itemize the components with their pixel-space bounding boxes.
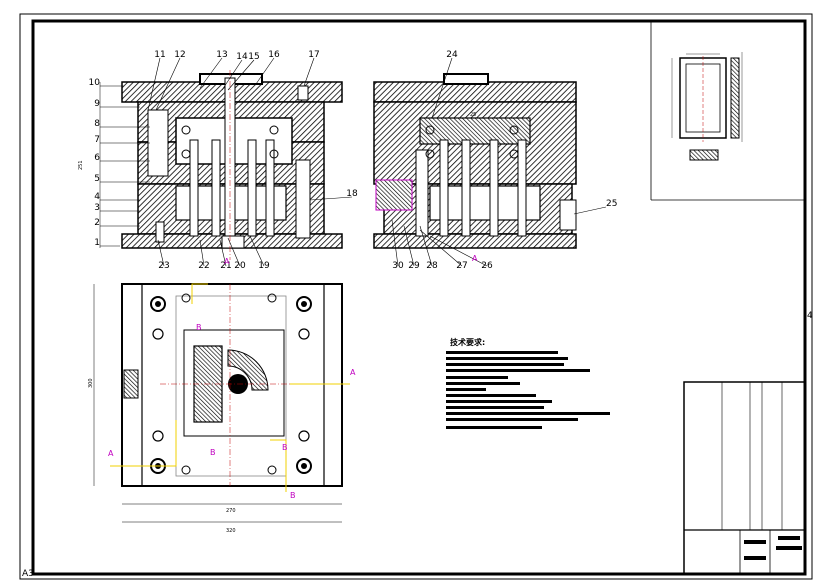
front-section-view — [99, 70, 343, 260]
front-leader-22 — [157, 239, 165, 267]
front-part-number-6: 6 — [94, 153, 100, 163]
side-leader-1 — [573, 206, 607, 215]
front-part-number-20: 20 — [234, 261, 246, 271]
front-part-number-5: 5 — [94, 174, 100, 184]
sheet-size-mark: A3 — [22, 569, 34, 579]
front-leader-10 — [147, 57, 161, 111]
parts-list-title-block — [683, 381, 806, 575]
front-leader-19 — [227, 237, 241, 267]
front-part-number-15: 15 — [248, 52, 259, 62]
front-part-number-3: 3 — [94, 203, 100, 213]
plan-view — [93, 283, 350, 523]
front-part-number-17: 17 — [308, 50, 319, 60]
front-part-number-21: 21 — [220, 261, 231, 271]
section-mark-b-2: B — [290, 491, 296, 500]
front-leader-20 — [219, 239, 227, 267]
side-part-number-26: 26 — [481, 261, 493, 271]
section-mark-a-0: A — [350, 368, 356, 377]
dim-front-height: 251 — [78, 160, 84, 170]
tech-requirements-title: 技术要求: — [450, 337, 485, 347]
side-part-number-27: 27 — [456, 261, 467, 271]
side-leader-2 — [429, 235, 488, 267]
front-leader-18 — [249, 235, 265, 267]
front-leader-13 — [221, 59, 243, 91]
side-leader-5 — [403, 225, 415, 267]
front-part-number-9: 9 — [94, 99, 100, 109]
section-mark-a-1: A — [108, 449, 114, 458]
front-leader-15 — [255, 57, 275, 85]
front-leader-17 — [309, 196, 353, 201]
technical-requirements: 技术要求: — [446, 337, 610, 429]
front-leader-14 — [227, 59, 255, 91]
front-part-number-16: 16 — [268, 50, 280, 60]
side-section-view — [373, 73, 577, 249]
inner-frame — [31, 19, 807, 576]
section-mark-b-3: B — [196, 323, 202, 332]
front-part-number-11: 11 — [154, 50, 165, 60]
side-part-number-24: 24 — [446, 50, 458, 60]
front-leader-16 — [303, 57, 315, 87]
front-part-number-22: 22 — [198, 261, 209, 271]
section-mark-b-6: B — [210, 448, 216, 457]
front-part-number-12: 12 — [174, 50, 185, 60]
side-leader-4 — [419, 225, 433, 267]
front-part-number-14: 14 — [236, 52, 248, 62]
section-mark-a-5: A — [472, 254, 478, 263]
detail-view — [650, 21, 805, 201]
dim-plan-width-outer: 320 — [226, 528, 236, 534]
front-part-number-13: 13 — [216, 50, 227, 60]
front-part-number-19: 19 — [258, 261, 270, 271]
section-mark-a-4: A — [224, 257, 230, 266]
side-leader-0 — [431, 57, 453, 119]
side-part-number-25: 25 — [606, 199, 617, 209]
side-leader-6 — [391, 219, 399, 267]
side-leader-3 — [419, 229, 463, 267]
side-part-number-30: 30 — [392, 261, 404, 271]
dim-plan-width-inner: 270 — [226, 508, 236, 514]
front-part-number-4: 4 — [94, 192, 100, 202]
front-part-number-7: 7 — [94, 135, 100, 145]
side-part-number-29: 29 — [408, 261, 420, 271]
front-part-number-8: 8 — [94, 119, 100, 129]
front-leader-12 — [199, 57, 223, 89]
front-part-number-1: 1 — [94, 238, 100, 248]
right-edge-mark: 4 — [807, 311, 813, 321]
front-part-number-18: 18 — [346, 189, 358, 199]
front-part-number-2: 2 — [94, 218, 100, 228]
front-leader-11 — [155, 57, 181, 111]
dim-plan-height: 300 — [88, 378, 94, 388]
front-part-number-10: 10 — [89, 78, 101, 88]
section-mark-labels: A A B B A A B B — [108, 254, 478, 500]
leader-lines — [100, 57, 607, 267]
side-part-number-28: 28 — [426, 261, 438, 271]
front-leader-21 — [199, 239, 205, 267]
section-mark-b-7: B — [282, 443, 288, 452]
dim-side-mark: 25 — [470, 112, 476, 118]
outer-frame — [19, 13, 813, 580]
front-part-number-23: 23 — [158, 261, 169, 271]
